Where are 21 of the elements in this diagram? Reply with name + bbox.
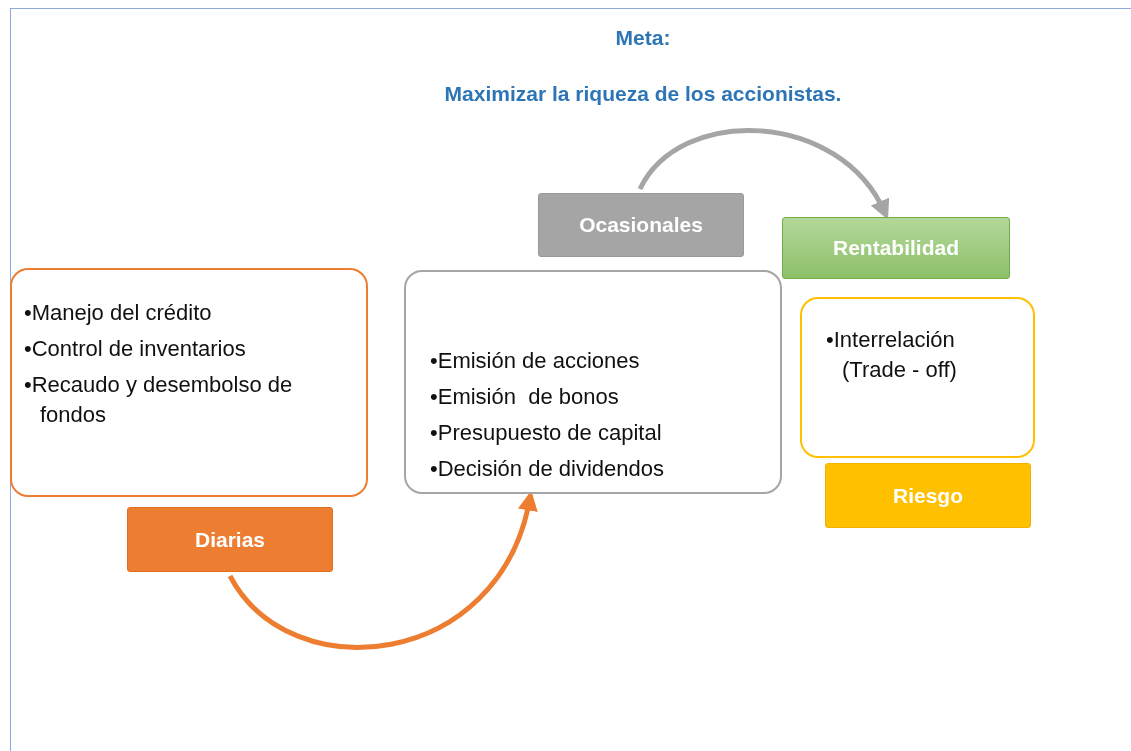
box-label: Ocasionales — [579, 213, 703, 237]
bullet-item: •Recaudo y desembolso de fondos — [24, 371, 294, 429]
label-box — [825, 463, 1031, 528]
rounded-box — [800, 297, 1035, 458]
label-box — [538, 193, 744, 257]
label-box — [127, 507, 333, 572]
box-label: Rentabilidad — [833, 236, 959, 260]
box-label: Diarias — [194, 527, 265, 552]
goal-text: Maximizar la riqueza de los accionistas. — [443, 82, 843, 106]
bullet-item: •Presupuesto de capital — [430, 419, 663, 447]
title: Meta: — [614, 26, 672, 50]
box-label: Riesgo — [893, 483, 963, 508]
bullet-item: •Control de inventarios — [24, 335, 247, 363]
bullet-item: •Interrelación (Trade - off) — [826, 326, 958, 384]
bullet-item: •Manejo del crédito — [24, 299, 213, 327]
rounded-box — [404, 270, 782, 494]
bullet-item: •Decisión de dividendos — [430, 455, 665, 483]
bullet-item: •Emisión de bonos — [430, 383, 620, 411]
label-box — [782, 217, 1010, 279]
rounded-box — [10, 268, 368, 497]
bullet-item: •Emisión de acciones — [430, 347, 641, 375]
